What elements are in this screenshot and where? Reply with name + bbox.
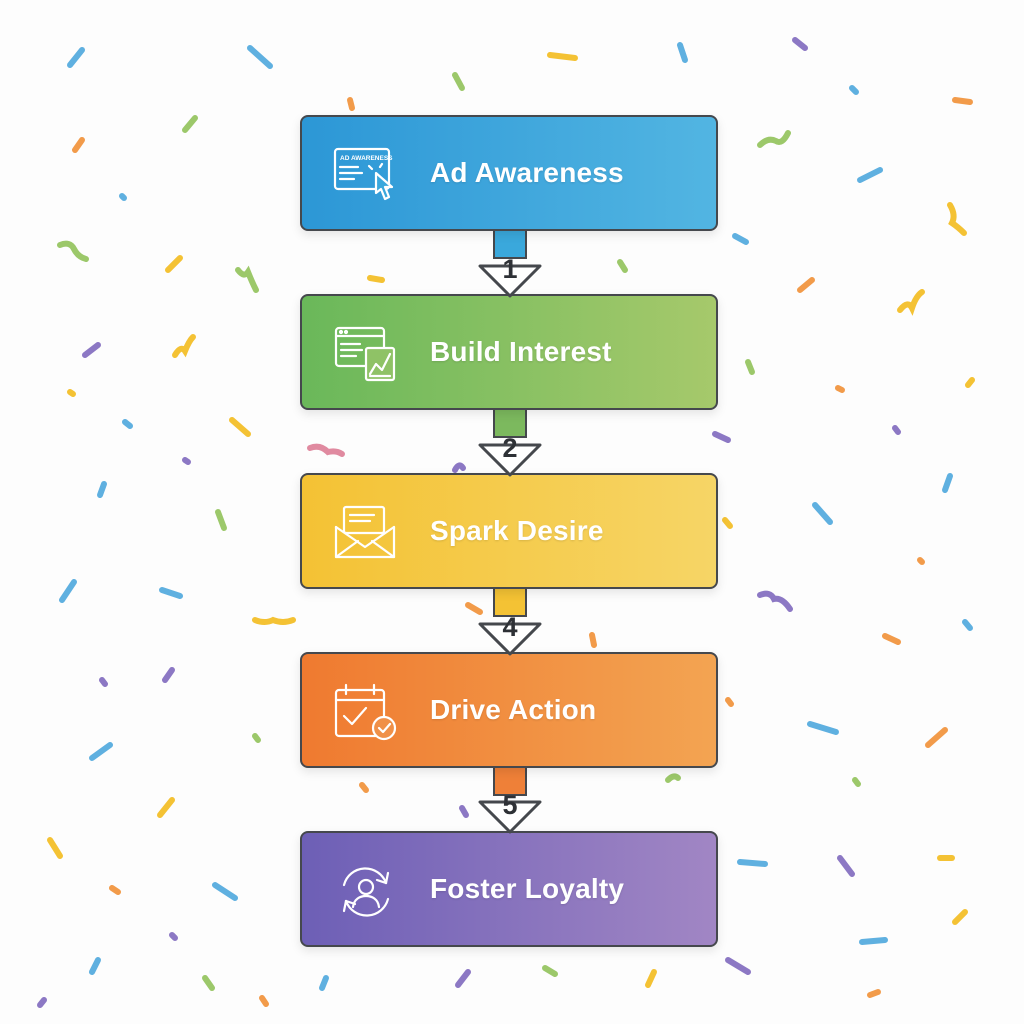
stage-label: Build Interest [430,336,612,367]
step-badge-3: 4 [470,608,550,664]
step-badge-shape [478,443,542,477]
step-badge-shape [478,264,542,298]
stage-label: Drive Action [430,694,597,725]
stage-foster-loyalty: Foster Loyalty [300,831,718,947]
step-badge-4: 5 [470,786,550,842]
step-number: 5 [502,790,518,820]
connector-1 [493,227,527,259]
stage-ad-awareness: AD AWARENESS Ad Awareness [300,115,718,231]
stage-spark-desire: Spark Desire [300,473,718,589]
step-badge-2: 2 [470,429,550,485]
browser-chart-icon [332,324,400,386]
step-badge-shape [478,622,542,656]
stage-label: Ad Awareness [430,157,624,188]
stage-drive-action: Drive Action [300,652,718,768]
envelope-icon [332,503,400,565]
stage-label: Foster Loyalty [430,873,625,904]
step-badge-shape [478,800,542,834]
step-badge-1: 1 [470,250,550,306]
step-number: 2 [502,433,518,463]
step-number: 1 [502,254,518,284]
user-cycle-icon [332,861,400,923]
step-number: 4 [502,612,518,642]
calendar-check-icon [332,682,400,744]
ad-billboard-click-icon: AD AWARENESS [332,145,400,207]
stage-label: Spark Desire [430,515,604,546]
stage-build-interest: Build Interest [300,294,718,410]
svg-text:AD AWARENESS: AD AWARENESS [340,155,393,162]
connector-2 [493,406,527,438]
